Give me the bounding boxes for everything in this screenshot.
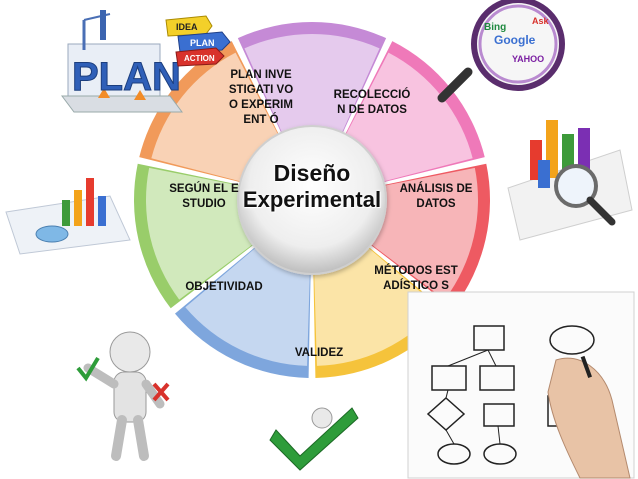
segment-label-plan: PLAN INVESTIGATI VO O EXPERIMENT Ó	[228, 69, 294, 126]
svg-text:YAHOO: YAHOO	[512, 54, 544, 64]
flowchart-drawing-illustration	[407, 291, 635, 479]
person-check-cross-illustration	[76, 331, 170, 461]
segment-plan-inner	[244, 34, 380, 133]
plan-word: PLAN	[72, 55, 181, 99]
plan-construction-illustration	[61, 10, 183, 113]
idea-plan-action-arrows	[165, 15, 231, 67]
center-title: Diseño Experimental	[232, 160, 392, 214]
segment-label-objetividad: OBJETIVIDAD	[185, 281, 263, 293]
segment-objetividad-inner	[146, 167, 253, 300]
center-hub	[237, 125, 387, 275]
arrow-action: ACTION	[184, 54, 215, 63]
segment-recoleccion-inner	[346, 52, 473, 182]
segment-label-segun: SEGÚN EL ESTUDIO	[169, 183, 239, 210]
segment-label-analisis: ANÁLISIS DE DATOS	[399, 183, 473, 210]
svg-text:Ask: Ask	[532, 16, 550, 26]
svg-text:Bing: Bing	[484, 22, 506, 33]
segment-label-recoleccion: RECOLECCIÓ N DE DATOS	[333, 89, 411, 116]
arrow-idea: IDEA	[176, 22, 198, 32]
segment-label-metodos: MÉTODOS ESTADÍSTICO S	[374, 265, 458, 292]
charts-paper-illustration	[5, 178, 131, 255]
segment-analisis-inner	[371, 167, 478, 300]
bar-chart-magnifier-illustration	[507, 120, 633, 241]
magnifier-search-illustration	[437, 0, 565, 103]
center-title-line1: Diseño	[273, 160, 351, 186]
search-logo-words: Google Bing YAHOO Ask	[484, 16, 550, 64]
segment-wheel	[134, 21, 490, 378]
center-title-line2: Experimental	[242, 187, 382, 212]
segment-metodos-inner	[314, 247, 439, 366]
person-checkmark-illustration	[269, 407, 359, 471]
svg-text:Google: Google	[494, 33, 536, 47]
segment-label-validez: VALIDEZ	[294, 347, 344, 359]
arrow-plan: PLAN	[190, 38, 215, 48]
segment-validez-inner	[185, 247, 310, 366]
segment-segun-inner	[151, 52, 278, 182]
